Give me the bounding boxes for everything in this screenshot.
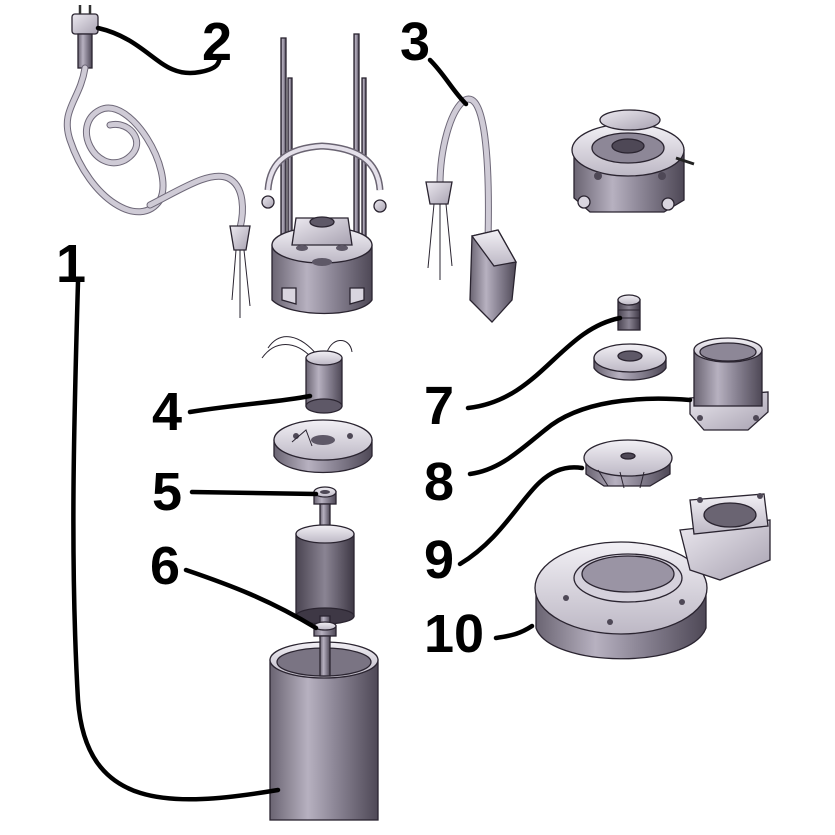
callout-labels: 1 2 3 4 5 6 7 8 9 10 [56, 12, 484, 664]
leader-line-10 [493, 623, 535, 641]
leader-line-3 [427, 57, 469, 107]
leader-lines [71, 25, 693, 802]
leader-line-5 [189, 489, 319, 497]
impeller-part [583, 439, 673, 489]
leader-line-8 [467, 396, 693, 477]
leader-line-6 [183, 567, 319, 631]
callout-7: 7 [424, 376, 454, 436]
bearing-housing-part [571, 109, 695, 213]
float-switch-part [425, 95, 518, 323]
motor-casing-part [269, 635, 379, 821]
leader-line-7 [465, 315, 623, 411]
callout-6: 6 [150, 536, 180, 596]
discharge-sleeve-part [689, 337, 769, 431]
bearing-ring-part [313, 486, 337, 505]
leader-line-1 [71, 279, 281, 802]
callout-2: 2 [202, 12, 232, 72]
callout-10: 10 [424, 604, 484, 664]
callout-4: 4 [152, 382, 182, 442]
callout-9: 9 [424, 530, 454, 590]
rotor-part [295, 503, 355, 639]
callout-1: 1 [56, 234, 86, 294]
callout-8: 8 [424, 452, 454, 512]
callout-3: 3 [400, 12, 430, 72]
volute-casing-part [534, 493, 771, 660]
mechanical-seal-part [593, 294, 667, 381]
motor-top-housing-part [261, 33, 387, 315]
leader-line-4 [187, 393, 313, 415]
capacitor-part [261, 336, 353, 414]
leader-line-9 [457, 465, 585, 567]
power-cord-part [63, 5, 251, 318]
callout-5: 5 [152, 462, 182, 522]
end-cover-plate-part [273, 419, 373, 474]
leader-line-2 [95, 25, 223, 76]
